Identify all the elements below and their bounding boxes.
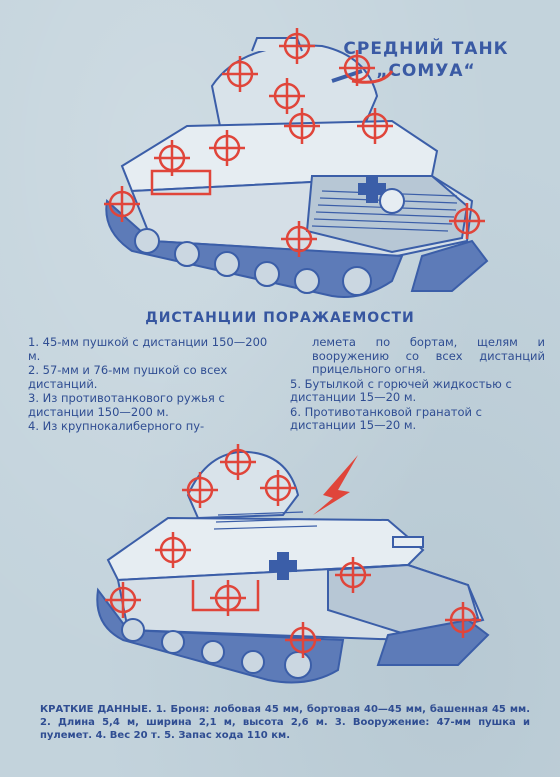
tank-front-illustration: [104, 28, 489, 298]
brief-specs: КРАТКИЕ ДАННЫЕ. 1. Броня: лобовая 45 мм,…: [40, 704, 530, 741]
section-heading: ДИСТАНЦИИ ПОРАЖАЕМОСТИ: [145, 310, 415, 326]
list-item: 3. Из противотанкового ружья с дистанции…: [28, 391, 225, 419]
arrow-icon: [313, 455, 358, 515]
list-item: 1. 45-мм пушкой с дистанции 150—200 м.: [28, 335, 268, 363]
target-crosshair-group: [104, 28, 485, 257]
list-item: лемета по бортам, щелям и вооружению со …: [312, 335, 545, 376]
list-item: 2. 57-мм и 76-мм пушкой со всех дистанци…: [28, 363, 228, 391]
distance-list-right: лемета по бортам, щелям и вооружению со …: [290, 335, 545, 434]
target-crosshair-group: [105, 444, 481, 658]
title-line-1: СРЕДНИЙ ТАНК: [343, 39, 509, 59]
list-item: 4. Из крупнокалиберного пу-: [28, 419, 205, 433]
title-line-2: „СОМУА“: [376, 61, 476, 81]
tank-side-illustration: [96, 444, 490, 684]
list-item: 6. Противотанковой гранатой с дистанции …: [290, 404, 482, 432]
distance-list-left: 1. 45-мм пушкой с дистанции 150—200 м. 2…: [28, 335, 276, 435]
poster-title: СРЕДНИЙ ТАНК „СОМУА“: [326, 38, 526, 82]
list-item: 5. Бутылкой с горючей жидкостью с дистан…: [290, 376, 512, 404]
